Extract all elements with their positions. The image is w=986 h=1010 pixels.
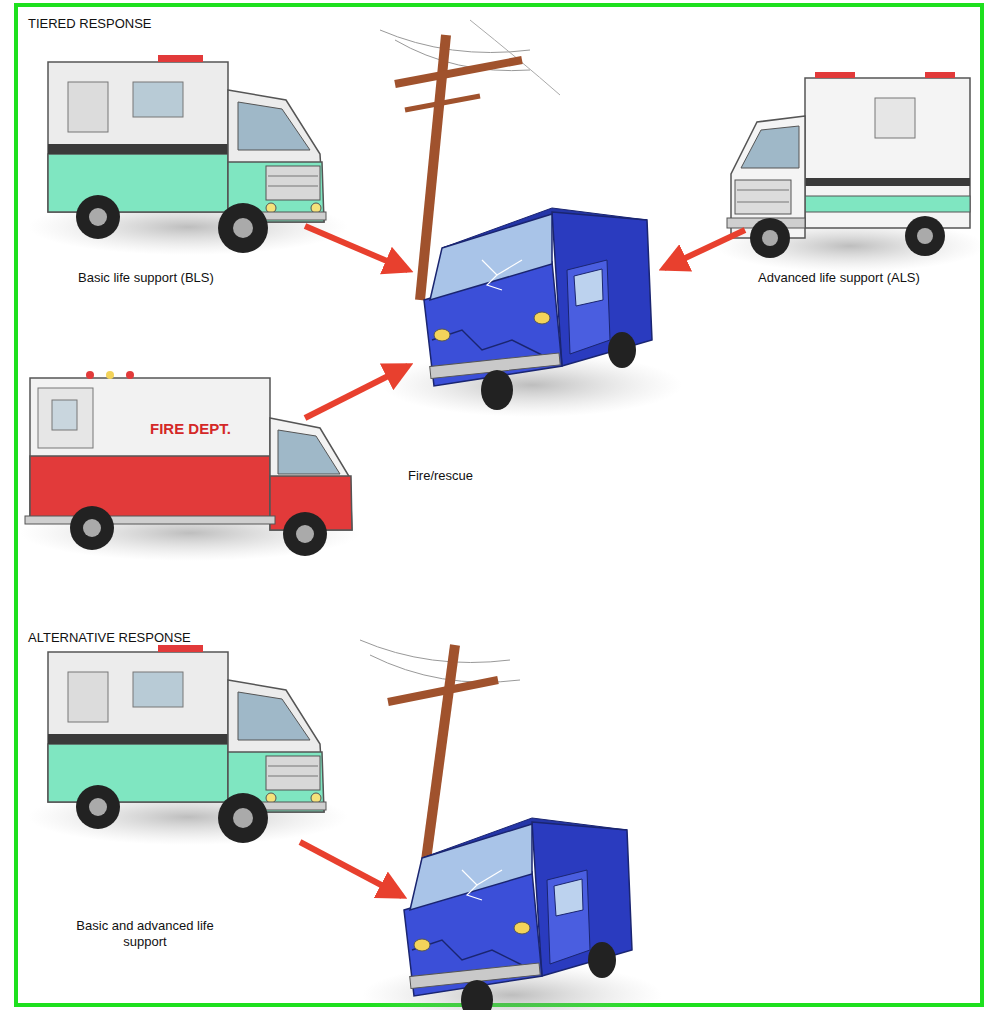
response-arrow [300,842,402,896]
section-heading: ALTERNATIVE RESPONSE [28,630,191,646]
vehicle-lettering: FIRE DEPT. [150,420,231,439]
response-arrow [305,226,408,270]
als-ambulance [715,72,985,272]
vehicle-label: Basic and advanced life support [70,918,220,951]
response-arrow [305,366,408,418]
vehicle-label: Basic life support (BLS) [78,270,214,286]
vehicle-label: Fire/rescue [408,468,473,484]
vehicle-label: Advanced life support (ALS) [758,270,920,286]
section-heading: TIERED RESPONSE [28,16,152,32]
response-arrow [664,230,745,268]
fire-truck [20,371,360,561]
